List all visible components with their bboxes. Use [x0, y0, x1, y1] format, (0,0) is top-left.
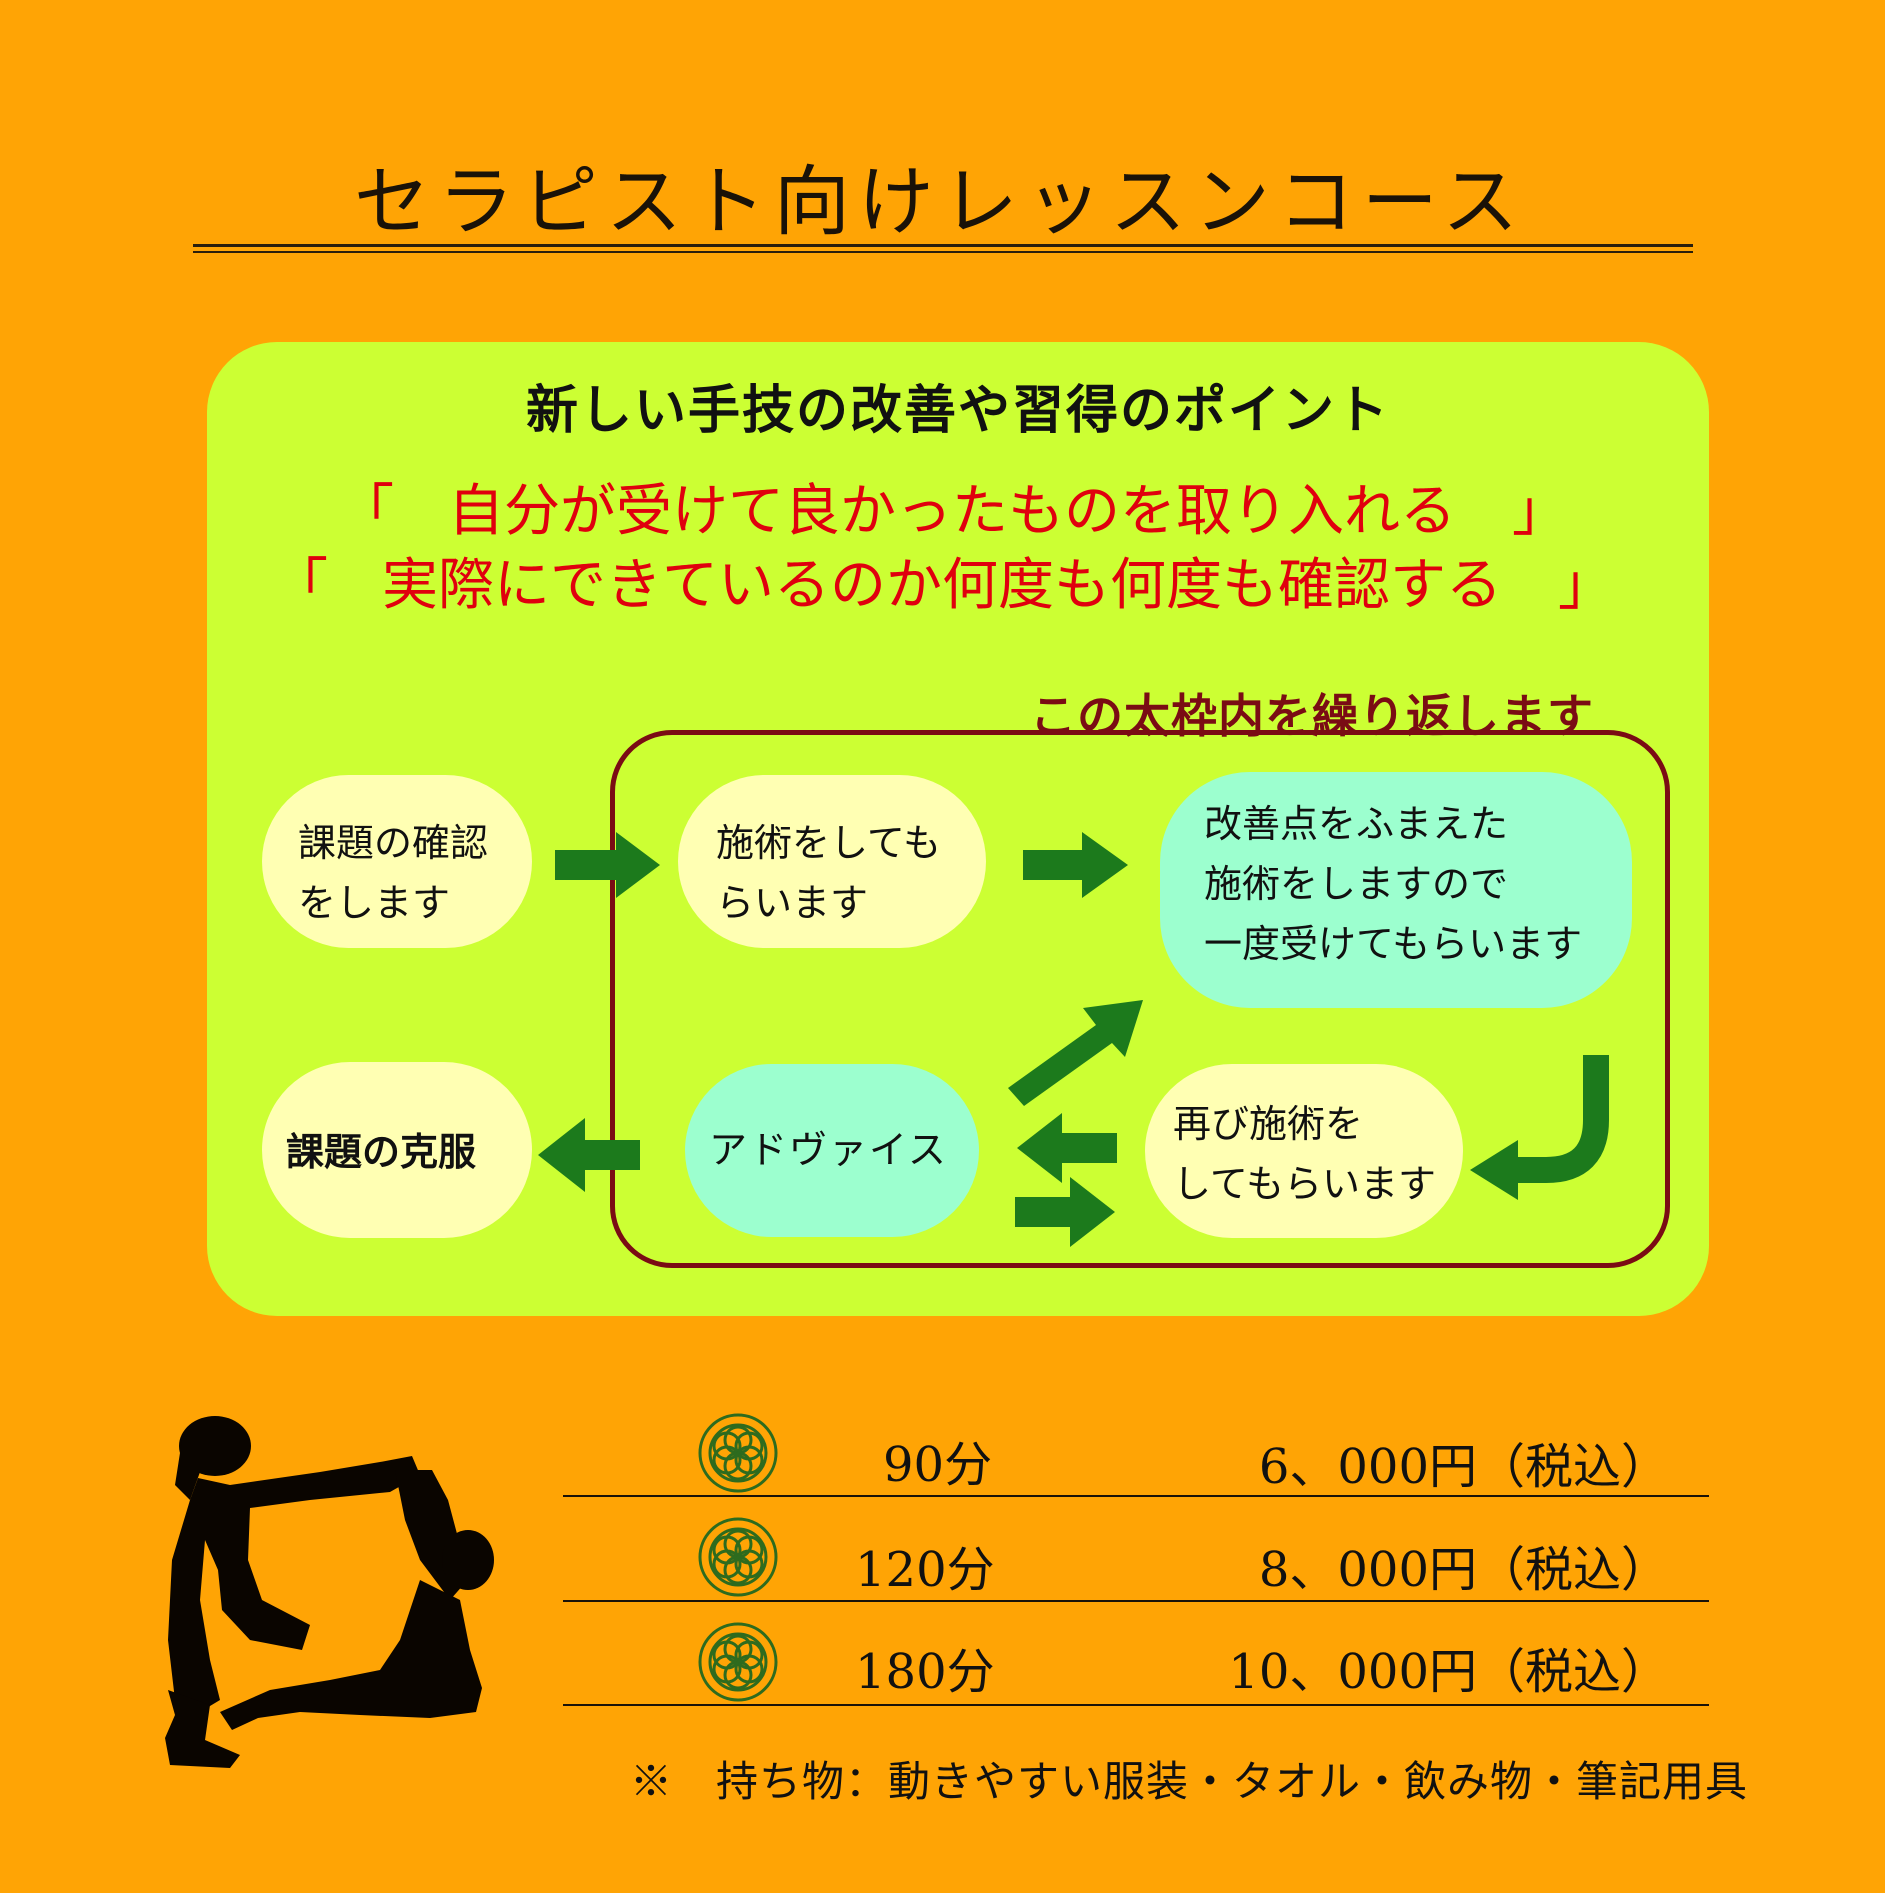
flow-step-text: アドヴァイス	[709, 1128, 948, 1172]
flower-of-life-icon	[698, 1517, 778, 1597]
price-row-divider	[563, 1495, 1709, 1497]
title-underline	[193, 244, 1693, 247]
items-to-bring-note: ※ 持ち物：動きやすい服装・タオル・飲み物・筆記用具	[630, 1757, 1749, 1806]
price-amount: 6、000円（税込）	[1258, 1439, 1669, 1495]
price-row: 180分 10、000円（税込）	[563, 1606, 1709, 1706]
flow-step-text: 再び施術を	[1173, 1102, 1364, 1146]
arrow-diagonal-up-icon	[1008, 1000, 1143, 1106]
flow-step-text: 課題の確認	[298, 821, 489, 865]
title-underline-secondary	[193, 251, 1693, 253]
flower-of-life-icon	[698, 1413, 778, 1493]
quote-open-bracket: 「	[338, 479, 394, 544]
arrow-right-icon	[1015, 1177, 1115, 1247]
arrow-left-icon	[1017, 1113, 1117, 1183]
flow-step-overcome-issue: 課題の克服	[262, 1062, 532, 1238]
arrow-curved-head	[1470, 1140, 1518, 1200]
price-row-divider	[563, 1600, 1709, 1602]
flow-step-text: 一度受けてもらいます	[1204, 922, 1583, 966]
price-amount: 10、000円（税込）	[1228, 1644, 1669, 1700]
quote-close-bracket: 」	[1512, 479, 1568, 544]
flow-step-advice: アドヴァイス	[685, 1064, 979, 1237]
flow-step-text: 施術をしても	[716, 821, 941, 865]
price-row-divider	[563, 1704, 1709, 1706]
page-title: セラピスト向けレッスンコース	[353, 157, 1527, 246]
flow-step-text: してもらいます	[1173, 1162, 1436, 1206]
flow-step-text: 改善点をふまえた	[1204, 802, 1509, 846]
flow-step-text: らいます	[716, 881, 869, 925]
price-duration: 90分	[883, 1437, 993, 1493]
flow-step-retry-treatment: 再び施術を してもらいます	[1145, 1064, 1463, 1238]
loop-frame	[610, 730, 1670, 1268]
arrow-right-icon	[555, 832, 660, 898]
price-duration: 120分	[855, 1542, 995, 1598]
price-row: 90分 6、000円（税込）	[563, 1397, 1709, 1497]
price-row: 120分 8、000円（税込）	[563, 1502, 1709, 1602]
thai-massage-silhouette-icon	[165, 1416, 494, 1768]
flow-step-confirm-issue: 課題の確認 をします	[262, 775, 532, 948]
quote-text: 実際にできているのか何度も何度も確認する	[382, 553, 1502, 618]
quote-line-2: 「実際にできているのか何度も何度も確認する」	[272, 540, 1614, 621]
flower-of-life-icon	[698, 1622, 778, 1702]
flow-step-text: 課題の克服	[286, 1129, 477, 1174]
flow-step-receive-treatment: 施術をしても らいます	[678, 775, 986, 948]
quote-open-bracket: 「	[272, 553, 328, 618]
quote-text: 自分が受けて良かったものを取り入れる	[448, 479, 1456, 544]
arrow-right-icon	[1023, 832, 1128, 898]
price-amount: 8、000円（税込）	[1258, 1542, 1669, 1598]
quote-close-bracket: 」	[1558, 553, 1614, 618]
flow-step-demonstration: 改善点をふまえた 施術をしますので 一度受けてもらいます	[1160, 772, 1632, 1008]
panel-heading: 新しい手技の改善や習得のポイント	[525, 380, 1390, 441]
arrow-curved-down-icon	[1510, 1055, 1609, 1183]
flow-step-text: 施術をしますので	[1204, 862, 1509, 906]
quote-line-1: 「自分が受けて良かったものを取り入れる」	[338, 466, 1568, 547]
flow-step-text: をします	[298, 881, 451, 925]
price-duration: 180分	[855, 1644, 995, 1700]
arrow-left-icon	[538, 1118, 640, 1192]
